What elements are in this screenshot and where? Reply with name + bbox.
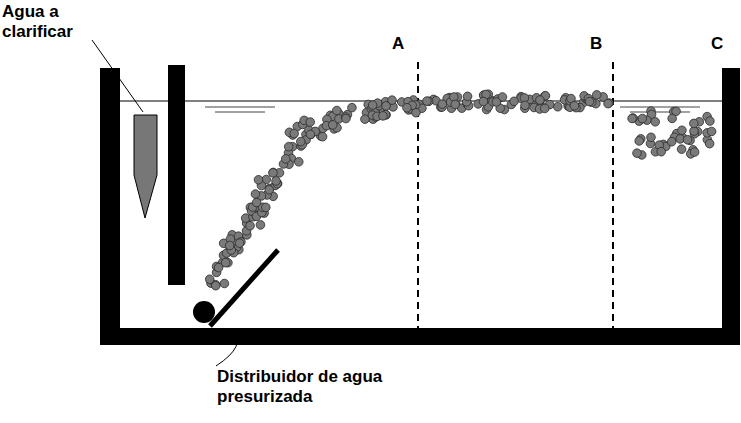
bubble xyxy=(479,97,488,106)
bubble xyxy=(333,106,342,115)
bubble xyxy=(269,168,278,177)
bubble xyxy=(492,98,501,107)
bubble xyxy=(318,132,327,141)
tank-bottom xyxy=(100,328,740,345)
bubble xyxy=(252,198,261,207)
bubble xyxy=(214,263,223,272)
bubble xyxy=(605,99,614,108)
bubble xyxy=(438,100,447,109)
bubble xyxy=(628,114,637,123)
bubbles xyxy=(205,90,715,290)
bubble xyxy=(269,169,278,178)
bubble xyxy=(205,275,214,284)
bubble xyxy=(635,137,644,146)
bubble xyxy=(570,101,579,110)
distributor xyxy=(193,301,215,323)
distributor-label: Distribuidor de agua presurizada xyxy=(217,367,407,406)
bubble xyxy=(707,127,716,136)
bubble xyxy=(451,100,460,109)
tank-wall xyxy=(100,68,120,345)
bubble xyxy=(423,97,432,106)
bubble xyxy=(706,117,715,126)
bubble xyxy=(254,175,263,184)
bubble xyxy=(536,96,545,105)
bubble xyxy=(265,185,274,194)
bubble xyxy=(638,114,647,123)
bubble xyxy=(297,137,306,146)
bubble xyxy=(592,91,601,100)
bubble xyxy=(256,221,265,230)
bubble xyxy=(690,119,699,128)
inlet-pipe xyxy=(134,115,157,218)
bubble xyxy=(678,126,687,135)
bubble xyxy=(368,101,377,110)
bubble xyxy=(306,118,315,127)
bubble xyxy=(667,137,676,146)
bubble xyxy=(463,92,472,101)
bubble xyxy=(554,102,563,111)
bubble xyxy=(668,114,677,123)
bubble xyxy=(510,97,519,106)
zone-label: A xyxy=(392,34,422,54)
bubble xyxy=(284,142,293,151)
baffle xyxy=(168,65,185,285)
bubble xyxy=(690,148,699,157)
deflector-plate xyxy=(210,250,278,326)
bubble xyxy=(651,118,660,127)
bubble xyxy=(235,239,244,248)
bubble xyxy=(657,147,666,156)
bubble xyxy=(633,149,642,158)
bubble xyxy=(683,135,692,144)
bubble xyxy=(379,112,388,121)
bubble xyxy=(540,104,549,113)
bubble xyxy=(382,102,391,111)
zone-label: C xyxy=(711,34,739,54)
bubble xyxy=(220,279,229,288)
bubble xyxy=(342,114,351,123)
bubble xyxy=(306,130,315,139)
zone-label: B xyxy=(590,34,620,54)
bubble xyxy=(307,130,316,139)
bubble xyxy=(348,103,357,112)
bubble xyxy=(261,203,270,212)
bubble xyxy=(290,129,299,138)
bubble xyxy=(585,97,594,106)
bubble xyxy=(647,133,656,142)
bubble xyxy=(677,145,686,154)
bubble xyxy=(294,158,303,167)
bubble xyxy=(281,155,290,164)
bubble xyxy=(705,139,714,148)
leader-line xyxy=(92,40,143,112)
bubble xyxy=(246,221,255,230)
bubble xyxy=(521,101,530,110)
bubble xyxy=(604,99,613,108)
inlet-label: Agua a clarificar xyxy=(2,2,102,41)
leader-line xyxy=(216,330,237,366)
bubble xyxy=(272,177,281,186)
tank-wall xyxy=(722,68,740,345)
bubble xyxy=(225,241,234,250)
bubble xyxy=(629,114,638,123)
bubble xyxy=(251,190,260,199)
bubble xyxy=(403,103,412,112)
bubble xyxy=(328,121,337,130)
